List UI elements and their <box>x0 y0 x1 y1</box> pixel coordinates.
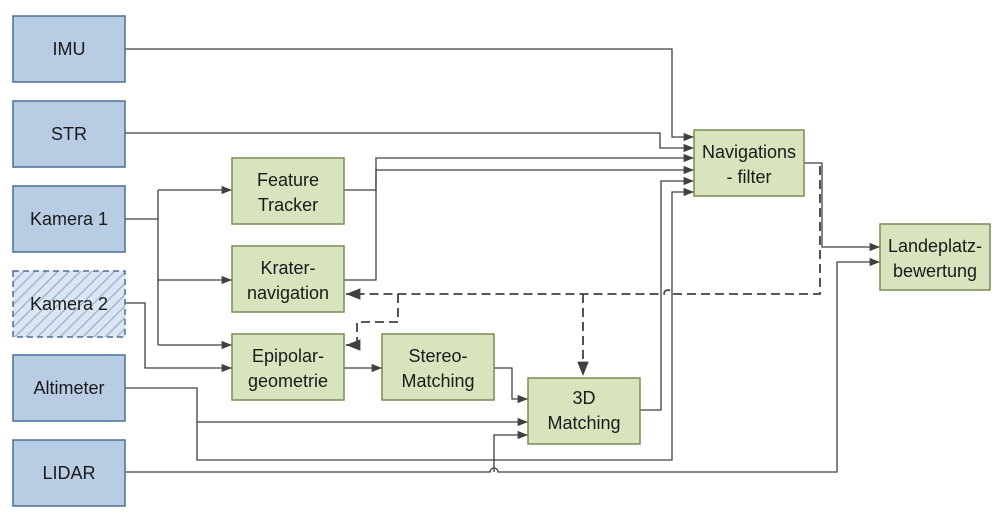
line-altimeter-to-3d <box>125 387 528 427</box>
label-3d-matching-line2: Matching <box>547 413 620 433</box>
label-navigationsfilter-line2: - filter <box>727 167 772 187</box>
connections <box>125 48 880 473</box>
module-boxes: Feature Tracker Krater- navigation Epipo… <box>231 129 991 445</box>
line-imu-to-navfilter <box>125 48 694 142</box>
label-navigationsfilter-line1: Navigations <box>702 142 796 162</box>
line-str-to-navfilter <box>125 132 694 153</box>
label-kamera2: Kamera 2 <box>30 294 108 314</box>
dashed-feedback-to-epipolar <box>346 294 399 351</box>
box-3d-matching: 3D Matching <box>527 377 641 445</box>
line-3d-to-navfilter <box>640 176 694 411</box>
label-imu: IMU <box>53 39 86 59</box>
line-kraternavigation-to-navfilter <box>344 165 694 281</box>
label-landeplatzbewertung-line2: bewertung <box>893 261 977 281</box>
box-epipolargeometrie: Epipolar- geometrie <box>231 333 345 401</box>
box-str: STR <box>12 100 126 168</box>
box-kraternavigation: Krater- navigation <box>231 245 345 313</box>
box-stereo-matching: Stereo- Matching <box>381 333 495 401</box>
line-feature-tracker-to-navfilter <box>344 153 694 191</box>
box-imu: IMU <box>12 15 126 83</box>
line-navfilter-to-landeplatz <box>804 162 880 252</box>
box-navigationsfilter: Navigations - filter <box>693 129 805 197</box>
line-altimeter-to-navfilter <box>196 187 694 461</box>
dashed-feedback-to-kraternavigation <box>346 166 821 300</box>
line-lidar-main <box>125 257 880 473</box>
label-stereo-matching-line2: Matching <box>401 371 474 391</box>
label-epipolargeometrie-line2: geometrie <box>248 371 328 391</box>
label-epipolargeometrie-line1: Epipolar- <box>252 346 324 366</box>
label-stereo-matching-line1: Stereo- <box>408 346 467 366</box>
label-lidar: LIDAR <box>42 463 95 483</box>
label-feature-tracker-line2: Tracker <box>258 195 318 215</box>
label-altimeter: Altimeter <box>33 378 104 398</box>
input-boxes: IMU STR Kamera 1 Kamera 2 Altimeter LIDA… <box>12 15 126 507</box>
label-kraternavigation-line2: navigation <box>247 283 329 303</box>
label-kraternavigation-line1: Krater- <box>260 258 315 278</box>
box-kamera1: Kamera 1 <box>12 185 126 253</box>
line-lidar-to-3d <box>493 430 528 472</box>
label-3d-matching-line1: 3D <box>572 388 595 408</box>
line-stereo-to-3d <box>494 367 528 404</box>
box-landeplatzbewertung: Landeplatz- bewertung <box>879 223 991 291</box>
label-kamera1: Kamera 1 <box>30 209 108 229</box>
box-feature-tracker: Feature Tracker <box>231 157 345 225</box>
box-altimeter: Altimeter <box>12 354 126 422</box>
box-kamera2: Kamera 2 <box>12 270 126 338</box>
box-lidar: LIDAR <box>12 439 126 507</box>
label-landeplatzbewertung-line1: Landeplatz- <box>888 236 982 256</box>
line-kamera2-to-epipolar <box>125 302 232 373</box>
label-str: STR <box>51 124 87 144</box>
label-feature-tracker-line1: Feature <box>257 170 319 190</box>
